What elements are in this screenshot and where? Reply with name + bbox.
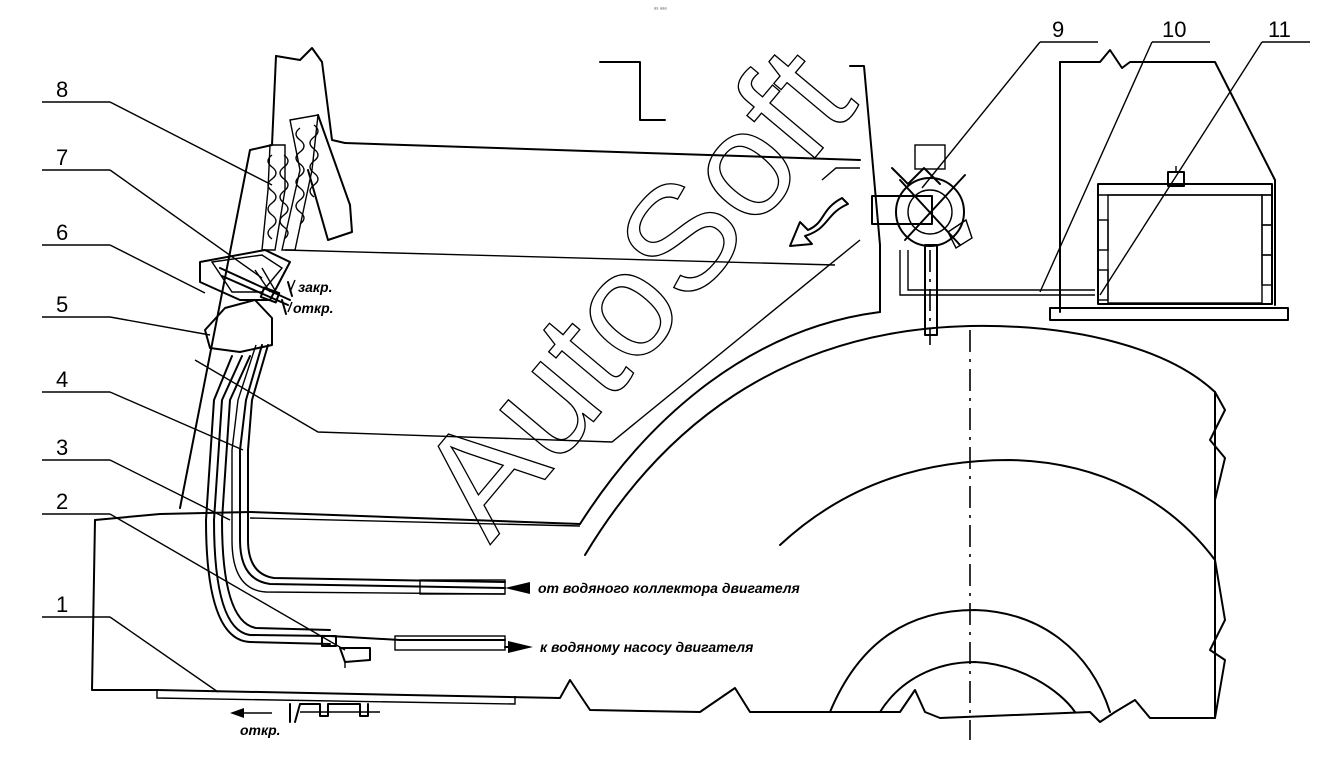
flexible-hoses (261, 114, 353, 251)
note-to-pump: к водяному насосу двигателя (540, 639, 753, 655)
leader-lines (42, 41, 1310, 693)
arrow-left-icon (505, 582, 530, 594)
note-closed: закр. (298, 279, 332, 295)
callout-9: 9 (1052, 17, 1064, 42)
callout-8: 8 (56, 77, 68, 102)
note-open-top: откр. (293, 300, 334, 316)
callout-5: 5 (56, 292, 68, 317)
engine-side (1049, 49, 1289, 321)
callout-6: 6 (56, 220, 68, 245)
wheel-arch (579, 311, 1216, 713)
top-mark: ᵃˢ ᵃᵃᵃ (654, 7, 667, 13)
open-arrow-icon (230, 708, 244, 718)
callout-10: 10 (1162, 17, 1186, 42)
callout-7: 7 (56, 145, 68, 170)
arrow-right-icon (508, 641, 533, 653)
note-from-collector: от водяного коллектора двигателя (538, 580, 800, 596)
chassis-frame (91, 391, 1226, 723)
callout-4: 4 (56, 367, 68, 392)
callout-1: 1 (56, 592, 68, 617)
flow-notes: закр. откр. от водяного коллектора двига… (230, 279, 800, 738)
note-open-bottom: откр. (240, 722, 281, 738)
callout-numbers: 1 2 3 4 5 6 7 8 9 10 11 (56, 17, 1291, 617)
cab-outline (179, 47, 881, 527)
callout-3: 3 (56, 435, 68, 460)
callout-2: 2 (56, 489, 68, 514)
water-pipes (205, 344, 533, 668)
radiator-valve (789, 144, 1095, 336)
callout-11: 11 (1268, 17, 1291, 42)
